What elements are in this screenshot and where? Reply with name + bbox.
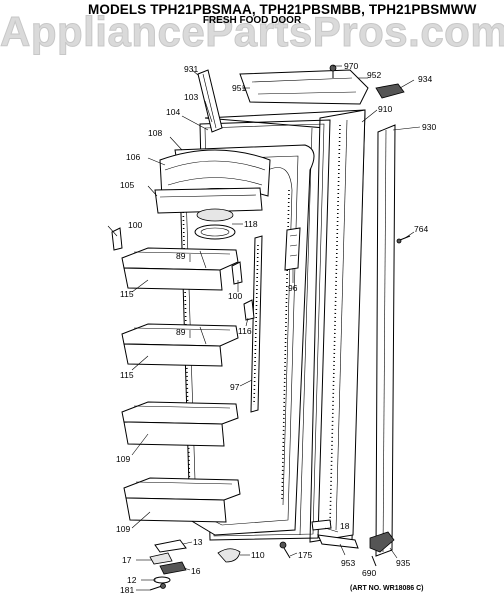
screw-175 bbox=[279, 541, 291, 559]
callout-105: 105 bbox=[120, 180, 134, 190]
callout-13: 13 bbox=[193, 537, 203, 547]
screw-764 bbox=[396, 235, 411, 244]
callout-18: 18 bbox=[340, 521, 350, 531]
cap-110 bbox=[217, 548, 241, 563]
callout-labels: 931 951 970 952 934 103 104 910 930 108 … bbox=[116, 61, 436, 595]
screw-181 bbox=[149, 583, 166, 591]
callout-934: 934 bbox=[418, 74, 432, 84]
clip-100-left bbox=[111, 227, 123, 251]
callout-103: 103 bbox=[184, 92, 198, 102]
callout-115a: 115 bbox=[120, 289, 134, 299]
callout-110: 110 bbox=[251, 550, 265, 560]
art-number: (ART NO. WR18086 C) bbox=[350, 585, 424, 592]
bracket-13 bbox=[154, 539, 187, 553]
callout-89a: 89 bbox=[176, 251, 186, 261]
washer-12 bbox=[153, 576, 171, 584]
callout-89b: 89 bbox=[176, 327, 186, 337]
door-outer-panel bbox=[204, 109, 366, 543]
top-trim-931 bbox=[197, 69, 223, 133]
callout-953: 953 bbox=[341, 558, 355, 568]
shelf-bin-109-upper bbox=[121, 401, 239, 447]
watermark: AppliancePartsPros.com bbox=[0, 8, 504, 56]
callout-931: 931 bbox=[184, 64, 198, 74]
hinge-cover-935 bbox=[369, 531, 395, 553]
shelf-bin-115-upper bbox=[121, 247, 239, 291]
hinge-cover-934 bbox=[375, 83, 405, 99]
callout-970: 970 bbox=[344, 61, 358, 71]
callout-106: 106 bbox=[126, 152, 140, 162]
callout-97: 97 bbox=[230, 382, 240, 392]
callout-690: 690 bbox=[362, 568, 376, 578]
strip-97 bbox=[250, 235, 263, 413]
hinge-953 bbox=[317, 534, 359, 549]
callout-116: 116 bbox=[238, 326, 252, 336]
callout-181: 181 bbox=[120, 585, 134, 595]
stop-18 bbox=[311, 519, 332, 531]
callout-910: 910 bbox=[378, 104, 392, 114]
callout-951: 951 bbox=[232, 83, 246, 93]
clip-100-right bbox=[231, 261, 243, 285]
screw-970 bbox=[329, 64, 337, 78]
leader-lines bbox=[107, 65, 421, 591]
callout-118: 118 bbox=[244, 219, 258, 229]
handle-930 bbox=[375, 124, 396, 557]
callout-115b: 115 bbox=[120, 370, 134, 380]
callout-109a: 109 bbox=[116, 454, 130, 464]
callout-109b: 109 bbox=[116, 524, 130, 534]
callout-100b: 100 bbox=[228, 291, 242, 301]
callout-764: 764 bbox=[414, 224, 428, 234]
callout-930: 930 bbox=[422, 122, 436, 132]
pin-690 bbox=[371, 555, 377, 567]
callout-104: 104 bbox=[166, 107, 180, 117]
bushing-17 bbox=[149, 552, 173, 565]
hinge-96 bbox=[284, 227, 301, 271]
clip-116 bbox=[243, 299, 255, 321]
dairy-bin-105 bbox=[154, 187, 263, 214]
callout-100a: 100 bbox=[128, 220, 142, 230]
callout-12: 12 bbox=[127, 575, 137, 585]
callout-952: 952 bbox=[367, 70, 381, 80]
cover-118 bbox=[194, 208, 236, 240]
diagram-subtitle: FRESH FOOD DOOR bbox=[202, 15, 302, 26]
callout-108: 108 bbox=[148, 128, 162, 138]
spacer-16 bbox=[159, 561, 187, 575]
callout-17: 17 bbox=[122, 555, 132, 565]
shelf-bin-109-lower bbox=[123, 477, 241, 523]
diagram-header: AppliancePartsPros.com MODELS TPH21PBSMA… bbox=[0, 0, 504, 60]
callout-935: 935 bbox=[396, 558, 410, 568]
callout-96: 96 bbox=[288, 283, 298, 293]
models-title: MODELS TPH21PBSMAA, TPH21PBSMBB, TPH21PB… bbox=[88, 2, 477, 17]
callout-175: 175 bbox=[298, 550, 312, 560]
top-cap-952 bbox=[239, 69, 369, 105]
shelf-bin-115-lower bbox=[121, 323, 239, 367]
callout-16: 16 bbox=[191, 566, 201, 576]
